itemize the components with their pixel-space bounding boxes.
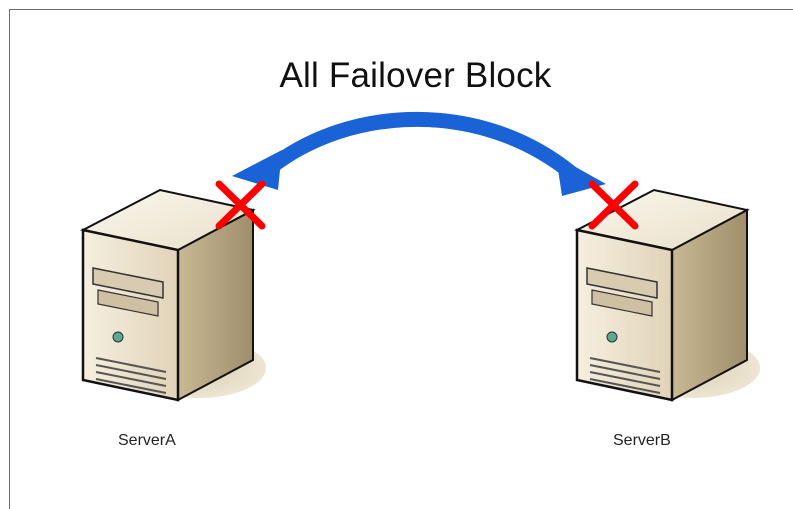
server-b-drive-slot (591, 289, 653, 317)
server-b-drive-bay (586, 267, 658, 299)
diagram-canvas: All Failover Block (9, 9, 793, 509)
block-mark-b-icon (588, 180, 639, 230)
server-a-power-led-icon (112, 331, 124, 343)
server-b-front (575, 228, 674, 402)
server-a-drive-bay (92, 267, 164, 299)
failover-arrow-shaft (262, 111, 578, 180)
block-mark-a-icon (215, 180, 266, 230)
arrow-head-left (232, 150, 282, 190)
server-b (574, 188, 760, 402)
failover-arrow (232, 111, 606, 196)
server-a-front (81, 228, 180, 402)
server-b-power-led-icon (606, 331, 618, 343)
server-a-drive-slot (97, 289, 159, 317)
server-b-label: ServerB (613, 432, 671, 449)
server-a-vents (95, 357, 167, 394)
server-a-label: ServerA (118, 432, 176, 449)
diagram-graphics (80, 111, 760, 402)
server-a (80, 188, 266, 402)
diagram-title: All Failover Block (279, 56, 552, 95)
server-b-vents (589, 357, 661, 394)
diagram-frame (9, 9, 793, 509)
